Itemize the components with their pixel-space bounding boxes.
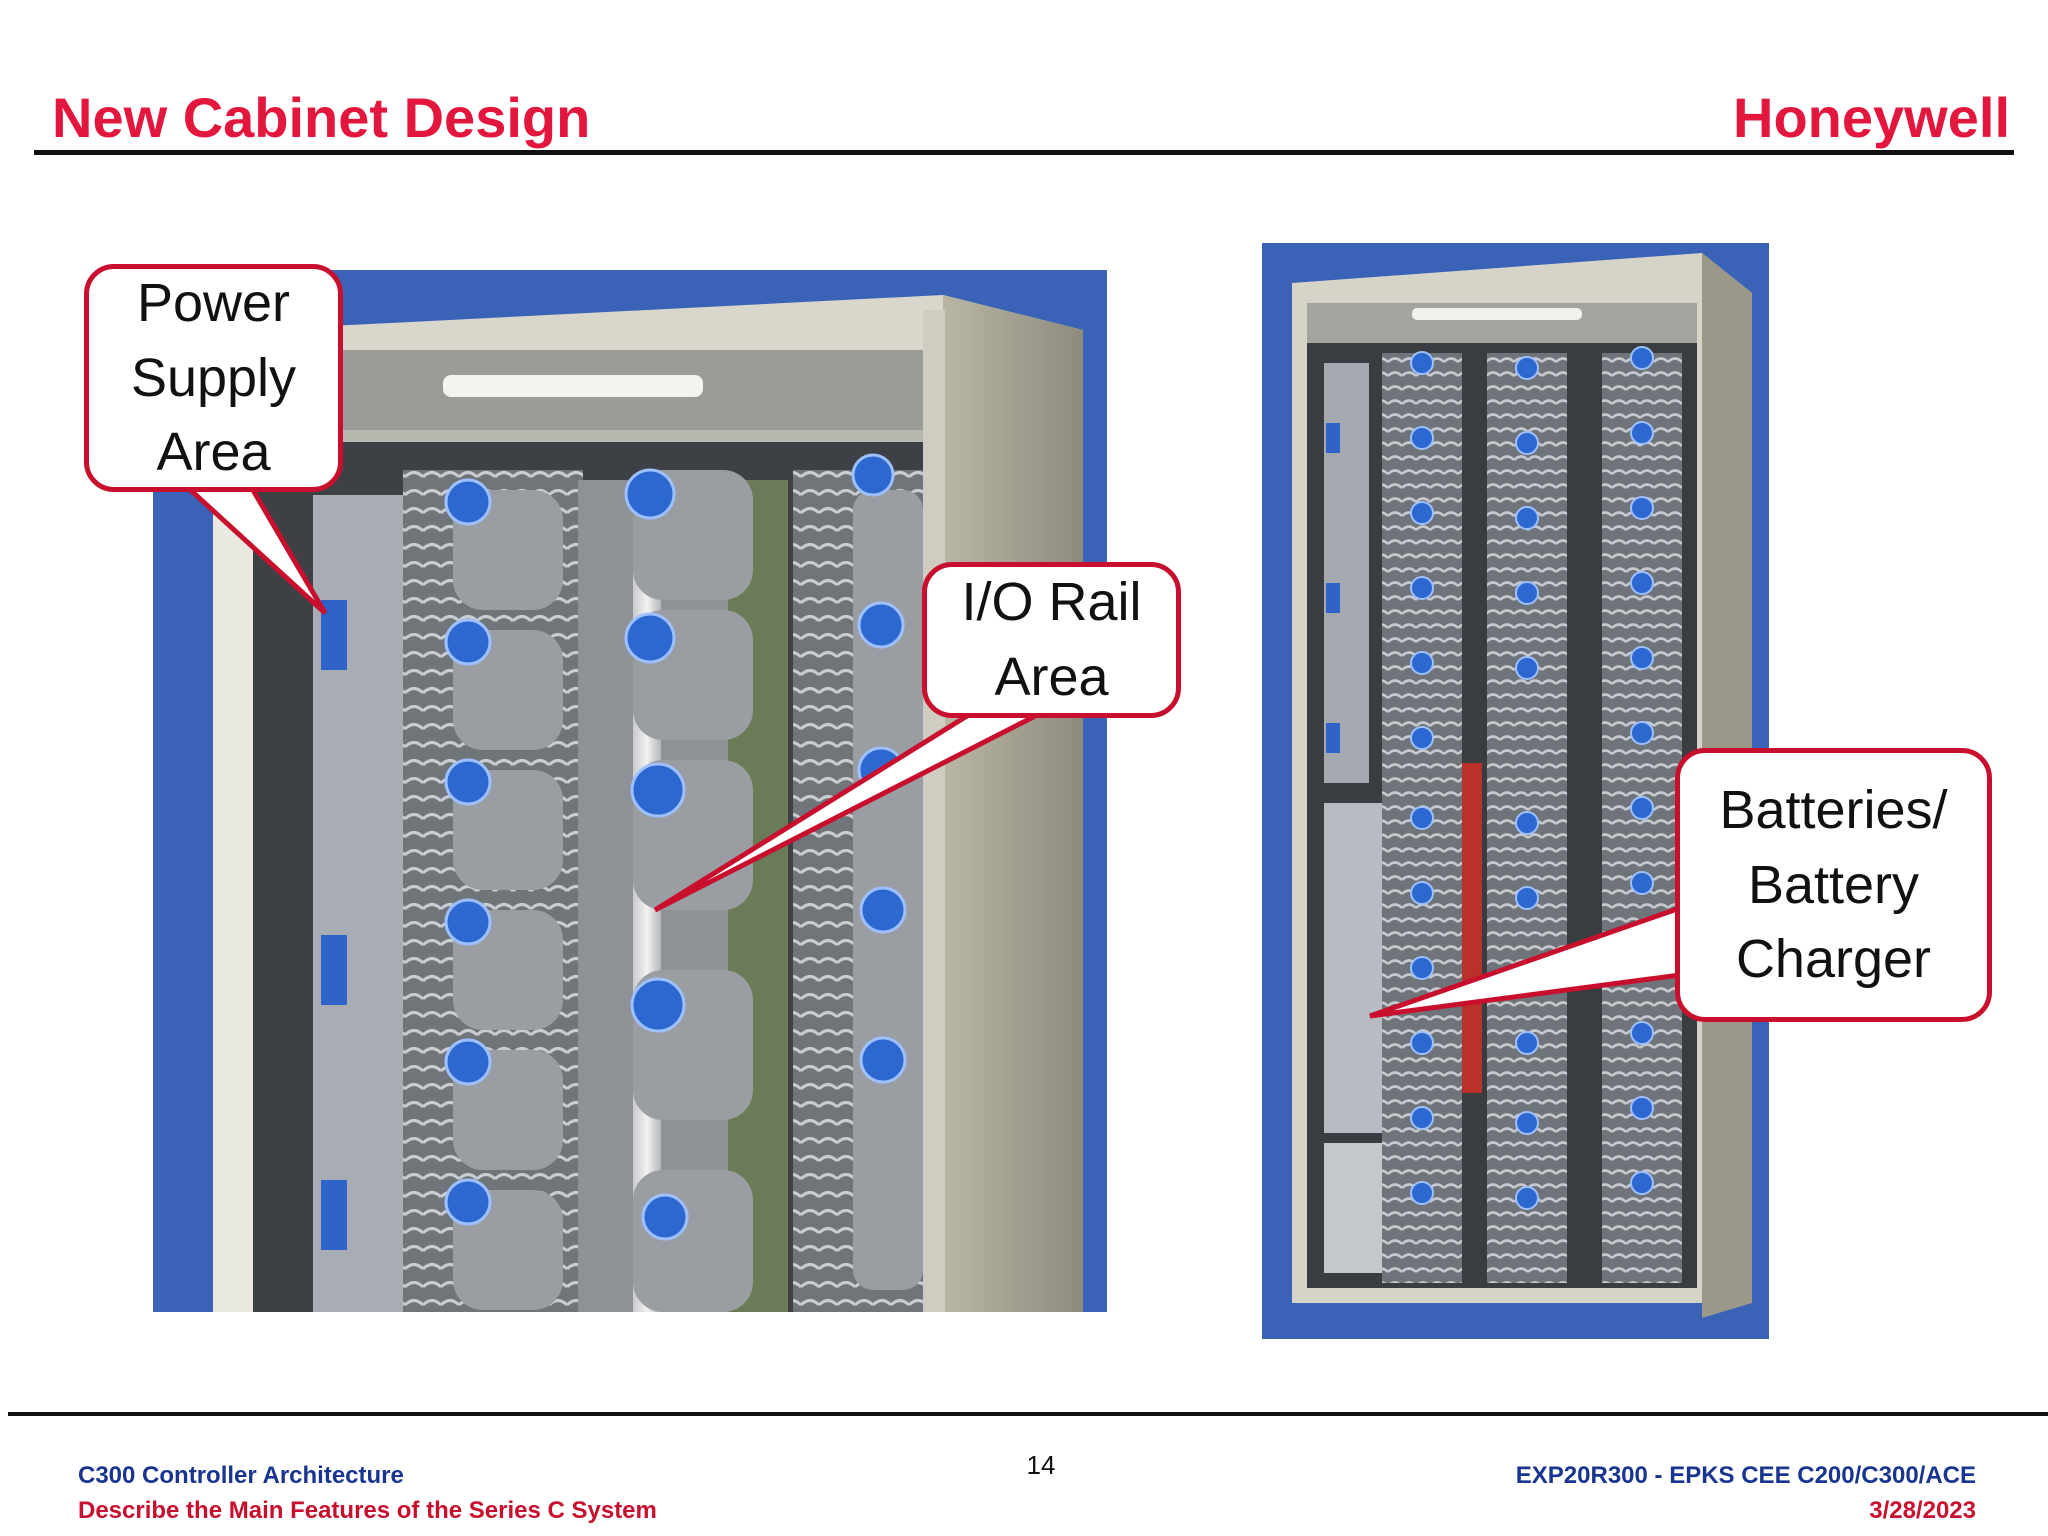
footer-divider	[8, 1412, 2048, 1416]
callout-io-rail-label: I/O Rail Area	[961, 572, 1142, 707]
callout-power-supply-area: Power Supply Area	[84, 264, 343, 492]
footer-course: C300 Controller Architecture	[78, 1462, 404, 1489]
footer-subtitle: Describe the Main Features of the Series…	[78, 1497, 657, 1524]
callout-batteries-label: Batteries/ Battery Charger	[1719, 780, 1948, 990]
cabinet-closeup-photo	[153, 270, 1107, 1312]
callout-io-rail-area: I/O Rail Area	[922, 562, 1181, 718]
callout-power-supply-label: Power Supply Area	[130, 273, 297, 483]
page-number: 14	[1026, 1450, 1056, 1480]
callout-batteries: Batteries/ Battery Charger	[1675, 748, 1992, 1022]
header-divider	[34, 150, 2014, 155]
honeywell-logo: Honeywell	[1733, 86, 2010, 149]
footer-date: 3/28/2023	[1869, 1497, 1976, 1524]
slide-title: New Cabinet Design	[52, 86, 591, 149]
footer-doc-id: EXP20R300 - EPKS CEE C200/C300/ACE	[1515, 1462, 1976, 1489]
